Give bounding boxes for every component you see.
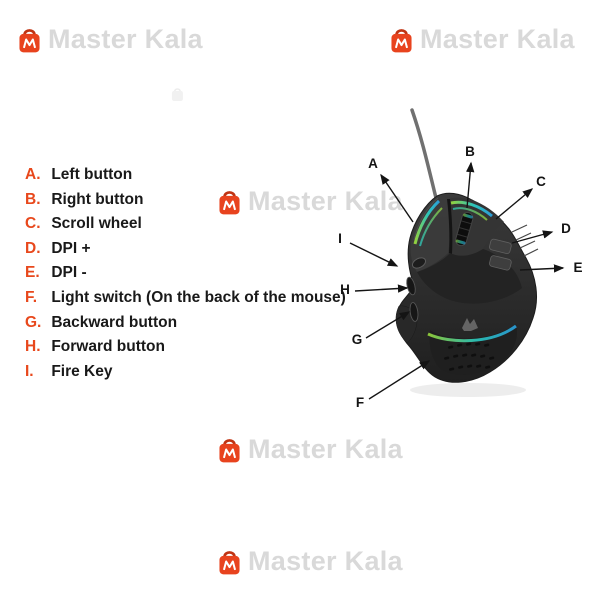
dpi-plus-button: [489, 238, 512, 255]
legend-item: H. Forward button: [25, 335, 365, 360]
legend-label: DPI +: [51, 239, 91, 257]
legend-label: Scroll wheel: [51, 215, 142, 233]
legend-letter: A.: [25, 166, 41, 183]
mouse-cable: [410, 108, 438, 200]
legend-item: C. Scroll wheel: [25, 212, 365, 237]
legend-letter: F.: [25, 288, 38, 306]
dpi-minus-button: [489, 255, 512, 271]
callout-letter-a: A: [368, 156, 378, 171]
callout-letter-d: D: [561, 221, 571, 236]
legend-letter: B.: [25, 190, 41, 208]
legend-label: DPI -: [51, 264, 87, 282]
legend-letter: G.: [25, 313, 42, 331]
legend-label: Backward button: [51, 313, 178, 331]
dpi-buttons: [489, 238, 512, 271]
legend-item: F. Light switch (On the back of the mous…: [25, 286, 365, 311]
callout-letter-h: H: [340, 282, 350, 297]
legend-letter: C.: [25, 215, 41, 233]
legend-label: Left button: [51, 166, 133, 183]
legend-item: G. Backward button: [25, 311, 365, 336]
legend: A. Left button B. Right button C. Scroll…: [25, 163, 365, 384]
arrow-b: [466, 161, 475, 209]
legend-letter: E.: [25, 264, 40, 282]
callout-letter-i: I: [338, 231, 342, 246]
legend-letter: H.: [25, 338, 41, 356]
callout-letter-g: G: [352, 332, 363, 347]
arrow-g: [365, 311, 411, 339]
arrow-f: [368, 360, 431, 400]
legend-label: Right button: [51, 190, 144, 208]
mouse-shadow: [410, 383, 526, 397]
vent-holes: [444, 342, 495, 371]
body-highlight: [413, 197, 439, 241]
arrow-h: [354, 284, 409, 293]
arrow-e: [519, 264, 565, 273]
legend-item: E. DPI -: [25, 261, 365, 286]
backward-button: [409, 302, 419, 322]
callout-letters: A B C D E F G H I: [338, 144, 582, 410]
arrow-c: [495, 188, 534, 220]
scroll-wheel: [455, 211, 474, 247]
legend-item: B. Right button: [25, 188, 365, 213]
callout-arrows: [349, 161, 565, 400]
left-button: [410, 195, 451, 272]
legend-letter: I.: [25, 362, 34, 380]
legend-label: Fire Key: [51, 362, 113, 380]
arrow-d: [511, 230, 554, 244]
rgb-light-strips: [413, 199, 517, 343]
arrow-a: [380, 173, 414, 223]
legend-item: I. Fire Key: [25, 360, 365, 385]
arrow-i: [349, 242, 399, 267]
callout-letter-b: B: [465, 144, 475, 159]
legend-label: Light switch (On the back of the mouse): [51, 288, 346, 306]
palm-logo: [462, 318, 478, 331]
callout-letter-c: C: [536, 174, 546, 189]
grip-ribs: [511, 224, 539, 257]
callout-letter-e: E: [573, 260, 582, 275]
fire-key: [411, 257, 427, 269]
legend-letter: D.: [25, 239, 41, 257]
legend-label: Forward button: [51, 338, 165, 356]
mouse-illustration: [395, 108, 539, 397]
button-slot: [447, 199, 453, 254]
callout-letter-f: F: [356, 395, 364, 410]
legend-item: A. Left button: [25, 163, 365, 188]
legend-item: D. DPI +: [25, 237, 365, 262]
